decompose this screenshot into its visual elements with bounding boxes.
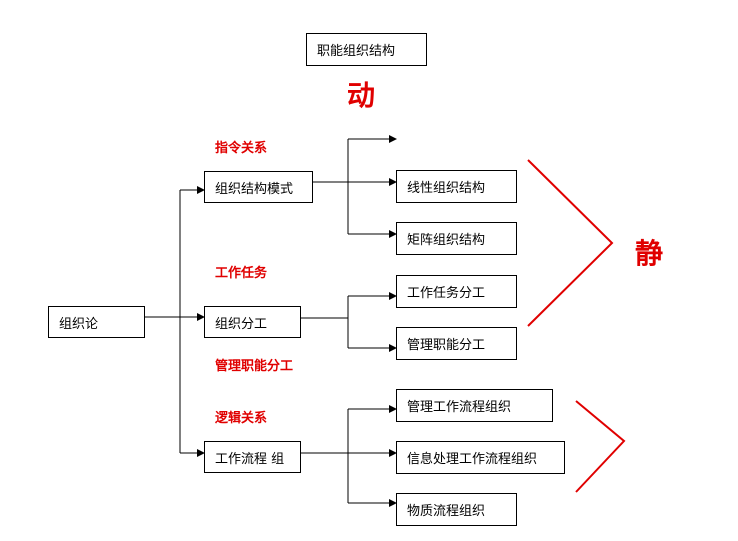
node-matrix-label: 矩阵组织结构 [407,233,486,248]
node-linear-label: 线性组织结构 [407,181,486,196]
node-root-label: 组织论 [59,316,99,332]
node-linear: 线性组织结构 [396,170,517,203]
label-logic: 逻辑关系 [215,411,268,426]
label-directive: 指令关系 [215,141,268,156]
node-mgmt-division-label: 管理职能分工 [407,338,486,353]
node-workflow-label: 工作流程 组 [215,451,285,467]
node-root: 组织论 [48,306,145,338]
node-material-workflow: 物质流程组织 [396,493,517,526]
static-bracket [527,159,614,327]
label-task: 工作任务 [215,266,268,281]
node-structure-model: 组织结构模式 [204,171,313,203]
node-info-workflow: 信息处理工作流程组织 [396,441,565,474]
label-mgmt-duty: 管理职能分工 [215,359,294,374]
node-matrix: 矩阵组织结构 [396,222,517,255]
label-dong: 动 [347,79,376,112]
node-division-label: 组织分工 [215,316,268,332]
label-jing: 静 [635,237,664,270]
node-task-division: 工作任务分工 [396,275,517,308]
node-mgmt-workflow-label: 管理工作流程组织 [407,400,512,415]
title-text: 职能组织结构 [317,44,396,59]
workflow-bracket [575,400,626,493]
node-info-workflow-label: 信息处理工作流程组织 [407,452,538,467]
node-workflow: 工作流程 组 [204,441,301,473]
title-box: 职能组织结构 [306,33,427,66]
node-division: 组织分工 [204,306,301,338]
node-mgmt-division: 管理职能分工 [396,327,517,360]
node-material-workflow-label: 物质流程组织 [407,504,486,519]
node-mgmt-workflow: 管理工作流程组织 [396,389,553,422]
node-structure-model-label: 组织结构模式 [215,181,294,197]
node-task-division-label: 工作任务分工 [407,286,486,301]
